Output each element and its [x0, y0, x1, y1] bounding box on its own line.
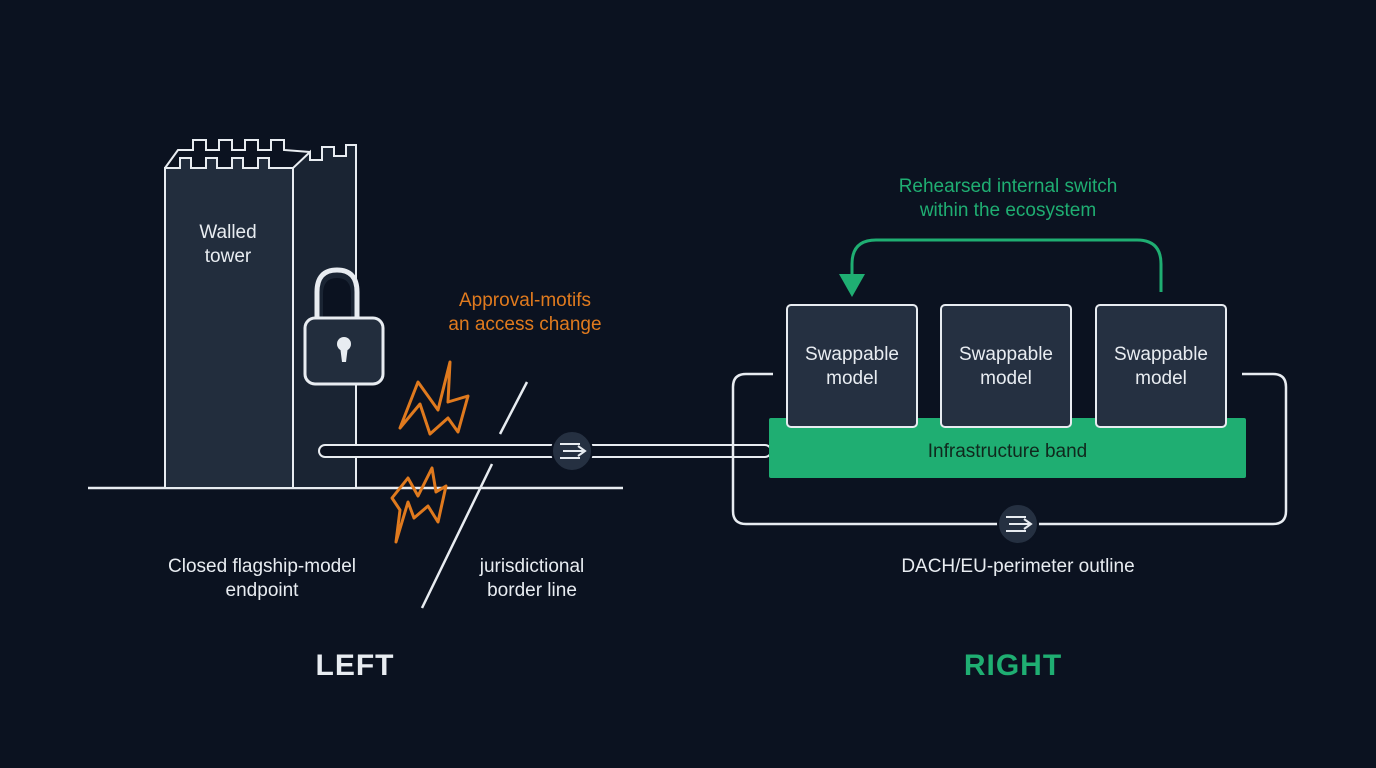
endpoint-label-line-1: Closed flagship-model	[168, 556, 356, 577]
switch-label-line-2: within the ecosystem	[919, 200, 1097, 221]
model-label-3-line-1: Swappable	[1113, 344, 1209, 365]
model-box-1	[786, 304, 918, 428]
switch-label: Rehearsed internal switch within the eco…	[868, 175, 1148, 223]
model-label-2-line-1: Swappable	[958, 344, 1054, 365]
tower-front-face	[164, 157, 294, 489]
model-box-2	[940, 304, 1072, 428]
model-label-1: Swappable model	[787, 343, 917, 391]
border-line-upper	[498, 381, 529, 435]
switch-label-line-1: Rehearsed internal switch	[898, 176, 1118, 197]
switch-arrow	[850, 238, 1163, 292]
model-label-2-line-2: model	[980, 368, 1032, 389]
infrastructure-band	[769, 418, 1246, 478]
lightning-icon	[390, 360, 470, 544]
border-label: jurisdictional border line	[462, 555, 602, 603]
approval-label-line-2: an access change	[448, 314, 602, 335]
tower-label: Walled tower	[178, 221, 278, 269]
switch-arrowhead	[839, 274, 865, 297]
model-box-3	[1095, 304, 1227, 428]
tower-battlement-top	[164, 139, 311, 169]
border-label-line-2: border line	[487, 580, 577, 601]
tower-label-line-1: Walled	[199, 222, 257, 243]
model-label-3-line-2: model	[1135, 368, 1187, 389]
perimeter-flow-icon	[997, 503, 1039, 545]
model-label-3: Swappable model	[1096, 343, 1226, 391]
right-section-title: RIGHT	[963, 649, 1063, 682]
lightning-bolt-upper	[398, 360, 470, 436]
endpoint-label-line-2: endpoint	[225, 580, 299, 601]
approval-label: Approval-motifs an access change	[420, 289, 630, 337]
padlock-icon	[303, 267, 385, 386]
left-section-title: LEFT	[315, 649, 395, 682]
flow-arrows-icon	[551, 430, 593, 472]
border-line-lower	[420, 463, 494, 609]
perimeter-label: DACH/EU-perimeter outline	[901, 556, 1135, 577]
border-label-line-1: jurisdictional	[479, 556, 585, 577]
data-pipe	[318, 444, 772, 458]
model-label-1-line-2: model	[826, 368, 878, 389]
lightning-bolt-lower	[390, 466, 448, 544]
approval-label-line-1: Approval-motifs	[459, 290, 591, 311]
endpoint-label: Closed flagship-model endpoint	[142, 555, 382, 603]
tower-label-line-2: tower	[204, 246, 252, 267]
model-label-1-line-1: Swappable	[804, 344, 900, 365]
infrastructure-band-label: Infrastructure band	[927, 441, 1088, 462]
model-label-2: Swappable model	[941, 343, 1071, 391]
